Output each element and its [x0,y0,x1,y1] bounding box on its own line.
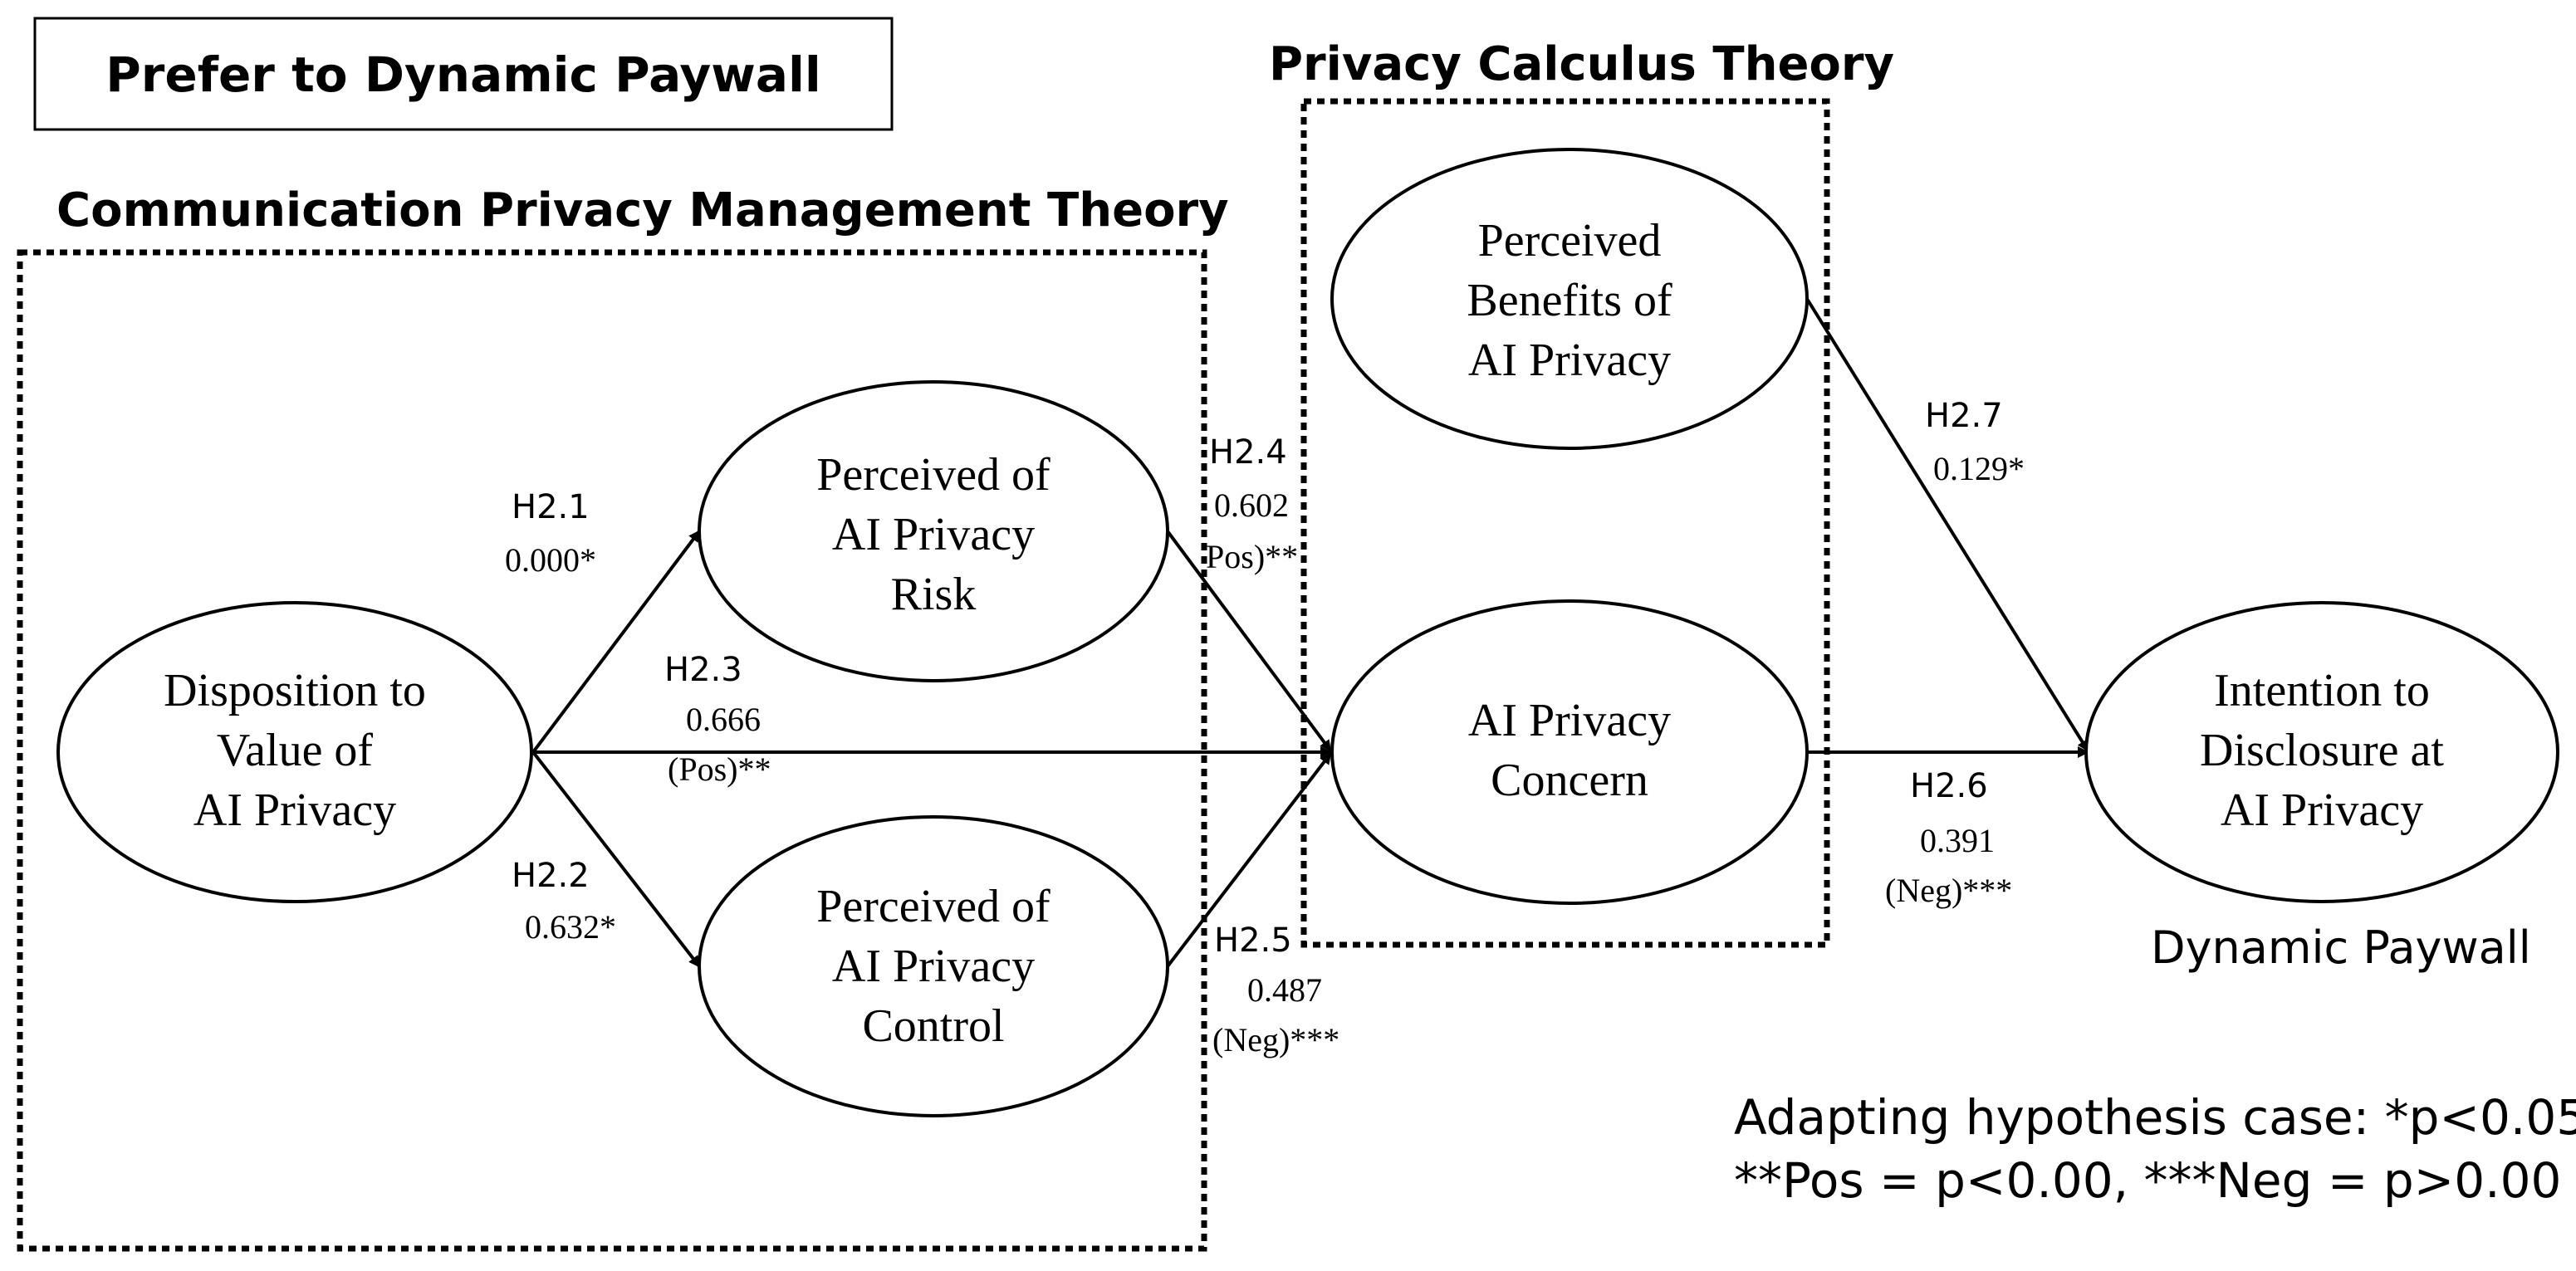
svg-text:(Neg)***: (Neg)*** [1212,1021,1339,1058]
svg-text:Value of: Value of [217,725,374,776]
arrow-h27 [1805,297,2089,752]
node-intention: Intention to Disclosure at AI Privacy [2084,601,2559,903]
theory-pct-heading: Privacy Calculus Theory [1269,37,1894,91]
arrow-h22 [531,750,701,968]
svg-text:AI Privacy: AI Privacy [1468,335,1671,386]
label-h22: H2.2 0.632* [512,857,616,946]
svg-text:Adapting hypothesis case: *p<0: Adapting hypothesis case: *p<0.05, [1734,1089,2576,1146]
svg-text:(Neg)***: (Neg)*** [1885,872,2012,909]
svg-text:Disclosure at: Disclosure at [2200,725,2444,776]
svg-text:AI Privacy: AI Privacy [832,941,1035,992]
svg-text:Perceived of: Perceived of [816,449,1050,501]
label-h27: H2.7 0.129* [1925,397,2025,487]
svg-text:H2.3: H2.3 [664,651,742,689]
svg-text:H2.7: H2.7 [1925,397,2003,435]
arrow-h24 [1166,530,1332,752]
svg-text:AI Privacy: AI Privacy [2221,785,2423,836]
label-h23: H2.3 0.666 (Pos)** [664,651,771,788]
node-benefits: Perceived Benefits of AI Privacy [1330,148,1809,450]
svg-text:**Pos = p<0.00, ***Neg = p>0.0: **Pos = p<0.00, ***Neg = p>0.00 [1734,1152,2561,1209]
svg-text:0.391: 0.391 [1920,822,1995,859]
arrow-h21 [531,530,701,754]
svg-text:Perceived: Perceived [1478,215,1662,266]
svg-text:H2.2: H2.2 [512,857,590,895]
svg-text:0.000*: 0.000* [505,541,596,579]
dynamic-paywall-caption: Dynamic Paywall [2151,921,2531,974]
significance-note: Adapting hypothesis case: *p<0.05, **Pos… [1734,1089,2576,1209]
svg-text:Risk: Risk [891,569,977,620]
pct-frame [1300,98,1830,948]
node-concern: AI Privacy Concern [1330,599,1809,905]
svg-text:Perceived of: Perceived of [816,881,1050,932]
cpm-frame [17,249,1207,1252]
label-h24: H2.4 0.602 Pos)** [1206,433,1298,575]
node-control: Perceived of AI Privacy Control [698,815,1169,1117]
svg-text:AI Privacy: AI Privacy [832,509,1035,560]
svg-text:Control: Control [862,1000,1004,1052]
arrow-h25 [1166,752,1332,968]
svg-text:0.487: 0.487 [1247,971,1322,1009]
svg-text:0.129*: 0.129* [1933,450,2025,487]
svg-text:Pos)**: Pos)** [1206,538,1298,575]
svg-text:Disposition to: Disposition to [164,665,426,716]
theory-cpm-heading: Communication Privacy Management Theory [56,183,1229,237]
svg-text:AI Privacy: AI Privacy [1468,695,1671,746]
svg-text:Intention to: Intention to [2214,665,2430,716]
svg-text:H2.4: H2.4 [1209,433,1287,472]
svg-text:0.602: 0.602 [1214,486,1289,524]
svg-text:AI Privacy: AI Privacy [193,785,396,836]
diagram-title: Prefer to Dynamic Paywall [105,46,820,103]
svg-text:Concern: Concern [1491,755,1648,806]
label-h25: H2.5 0.487 (Neg)*** [1212,921,1339,1058]
node-disposition: Disposition to Value of AI Privacy [56,601,533,903]
title-box: Prefer to Dynamic Paywall [33,17,894,131]
svg-text:0.632*: 0.632* [525,908,616,946]
label-h21: H2.1 0.000* [505,488,596,579]
svg-text:H2.5: H2.5 [1214,921,1292,960]
svg-text:H2.1: H2.1 [512,488,590,526]
svg-text:0.666: 0.666 [686,701,761,738]
svg-text:(Pos)**: (Pos)** [668,750,771,788]
node-risk: Perceived of AI Privacy Risk [698,380,1169,682]
svg-text:H2.6: H2.6 [1910,767,1988,805]
label-h26: H2.6 0.391 (Neg)*** [1885,767,2012,909]
svg-text:Benefits of: Benefits of [1467,275,1672,326]
